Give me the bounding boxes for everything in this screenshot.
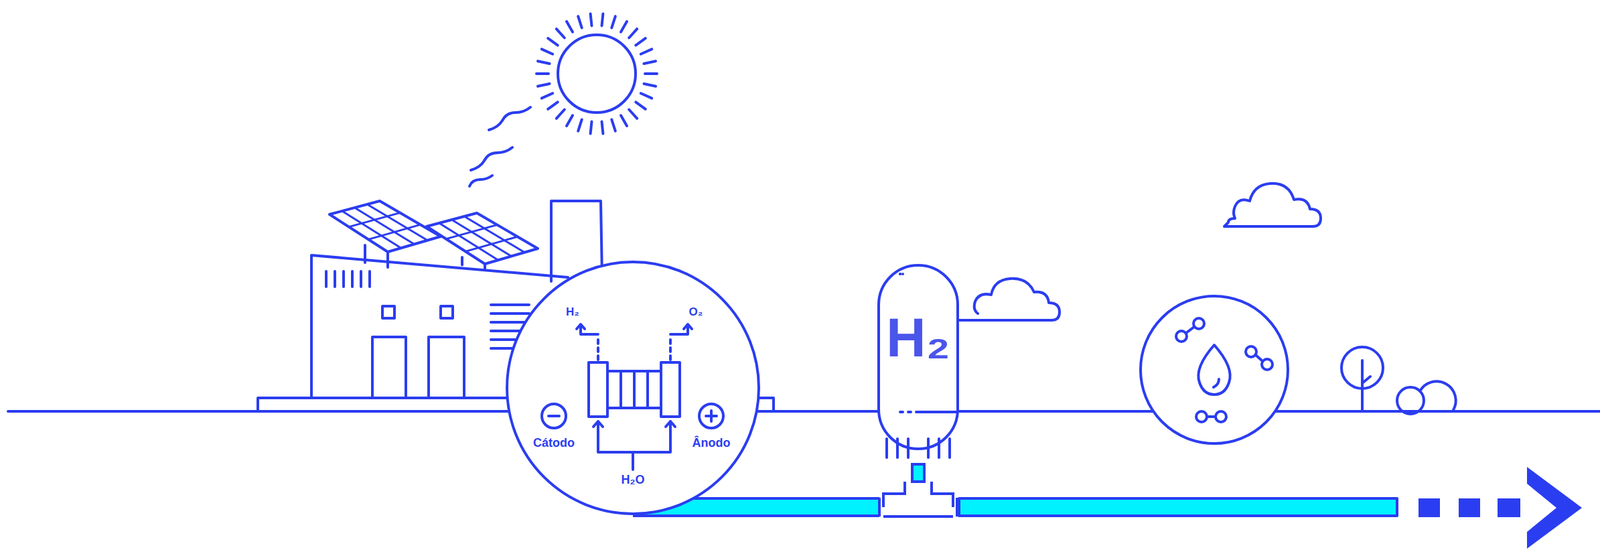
water-label: H₂O [621, 473, 645, 486]
sun-rays-waves [469, 107, 531, 187]
electrode-label: Ânodo [692, 436, 731, 449]
pipe-outflow [959, 466, 1582, 549]
tree-bushes [1341, 346, 1457, 414]
electrolyser-circle: H₂ O₂ Cátodo ÂnodoH₂O [505, 260, 761, 516]
tank-label: H₂ [886, 310, 951, 366]
gas-label: H₂ [565, 306, 580, 318]
sun-icon [536, 13, 658, 134]
usage-droplet-circle [1140, 296, 1288, 444]
cloud [1224, 183, 1321, 227]
electrode-label: Cátodo [533, 436, 575, 449]
solar-panels [329, 200, 538, 270]
cloud [959, 278, 1060, 321]
gas-label: O₂ [689, 306, 704, 318]
hydrogen-tank: H₂ [877, 263, 960, 465]
